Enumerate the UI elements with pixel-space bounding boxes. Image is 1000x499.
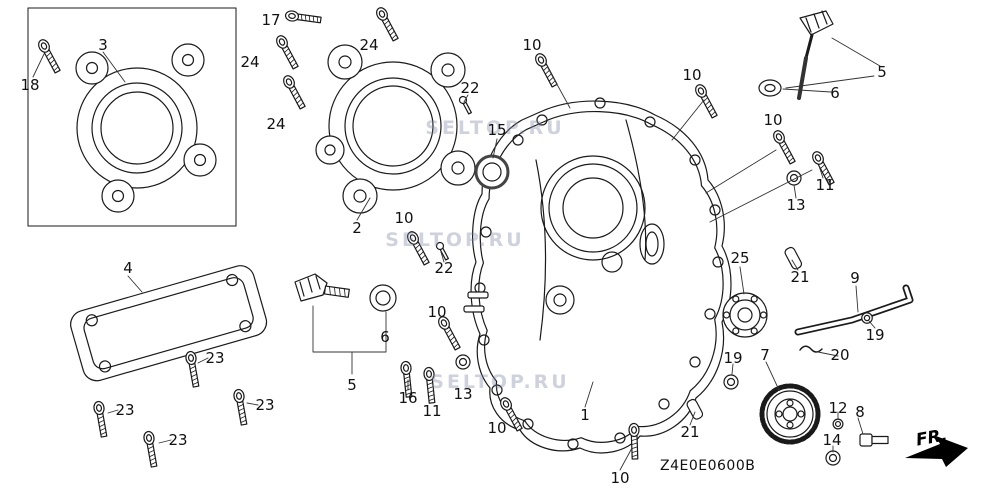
- dipstick-cap-5: [759, 11, 833, 98]
- callout-4: 4: [123, 259, 133, 277]
- governor-gear-7: [762, 386, 818, 442]
- washer-12: [832, 418, 844, 430]
- callout-3: 3: [98, 36, 108, 54]
- callout-23: 23: [115, 401, 135, 419]
- washer-19: [861, 312, 873, 324]
- callout-10: 10: [682, 66, 702, 84]
- callout-10: 10: [487, 419, 507, 437]
- bolt-23: [92, 400, 110, 439]
- washer-13: [455, 354, 471, 370]
- leader-lines: [33, 38, 880, 470]
- callout-10: 10: [427, 303, 447, 321]
- bolt-18: [35, 37, 63, 75]
- washer-13: [786, 170, 802, 186]
- callout-19: 19: [723, 349, 743, 367]
- bolt-23: [184, 350, 202, 389]
- callout-20: 20: [830, 346, 850, 364]
- callout-11: 11: [422, 402, 442, 420]
- bolt-24: [280, 73, 308, 111]
- callout-24: 24: [359, 36, 379, 54]
- callout-19: 19: [865, 326, 885, 344]
- seal-ring-6: [370, 285, 396, 311]
- callout-23: 23: [255, 396, 275, 414]
- callout-22: 22: [434, 259, 454, 277]
- callout-5: 5: [347, 376, 357, 394]
- dowel-pin-21: [686, 398, 704, 420]
- seal-ring-6: [759, 80, 781, 96]
- watermark-text: SELTOP.RU: [425, 117, 565, 139]
- mount-plate-4: [67, 262, 269, 384]
- callout-8: 8: [855, 403, 865, 421]
- bolt-24: [273, 33, 301, 71]
- callout-18: 18: [20, 76, 40, 94]
- callout-1: 1: [580, 406, 590, 424]
- callout-10: 10: [522, 36, 542, 54]
- callout-25: 25: [730, 249, 750, 267]
- washer-14: [825, 450, 841, 466]
- callout-15: 15: [487, 121, 507, 139]
- bolt-23: [232, 388, 250, 427]
- callout-7: 7: [760, 346, 770, 364]
- callout-13: 13: [786, 196, 806, 214]
- callout-11: 11: [815, 176, 835, 194]
- callout-24: 24: [240, 53, 260, 71]
- watermark-text: SELTOP.RU: [430, 371, 570, 393]
- callout-6: 6: [830, 84, 840, 102]
- callout-16: 16: [398, 389, 418, 407]
- callout-17: 17: [261, 11, 281, 29]
- bolt-17: [284, 9, 323, 26]
- callout-22: 22: [460, 79, 480, 97]
- fr-arrow-icon: [905, 436, 968, 467]
- callout-13: 13: [453, 385, 473, 403]
- bolt-23: [142, 430, 160, 469]
- cover-plate-3: [28, 8, 236, 226]
- callout-10: 10: [394, 209, 414, 227]
- callout-24: 24: [266, 115, 286, 133]
- gasket-plate-2: [316, 45, 475, 213]
- callout-2: 2: [352, 219, 362, 237]
- callout-10: 10: [610, 469, 630, 487]
- dowel-pin-21: [784, 246, 803, 270]
- callout-14: 14: [822, 431, 842, 449]
- watermark-text: SELTOP.RU: [385, 229, 525, 251]
- oil-seal-15: [476, 156, 508, 188]
- callout-23: 23: [168, 431, 188, 449]
- diagram-code: Z4E0E0600B: [660, 458, 756, 474]
- callout-10: 10: [763, 111, 783, 129]
- callout-6: 6: [380, 328, 390, 346]
- callout-23: 23: [205, 349, 225, 367]
- clutch-rod-9: [798, 288, 910, 332]
- callout-21: 21: [680, 423, 700, 441]
- callout-9: 9: [850, 269, 860, 287]
- oil-filler-cap-5: [295, 274, 349, 301]
- bolt-10: [770, 128, 798, 166]
- bolt-8: [860, 434, 888, 446]
- bolt-10: [692, 82, 720, 120]
- callout-21: 21: [790, 268, 810, 286]
- bearing-25: [723, 293, 767, 337]
- bolt-10: [532, 51, 560, 89]
- clip-20: [800, 346, 822, 352]
- callout-5: 5: [877, 63, 887, 81]
- callout-12: 12: [828, 399, 848, 417]
- washer-19: [723, 374, 739, 390]
